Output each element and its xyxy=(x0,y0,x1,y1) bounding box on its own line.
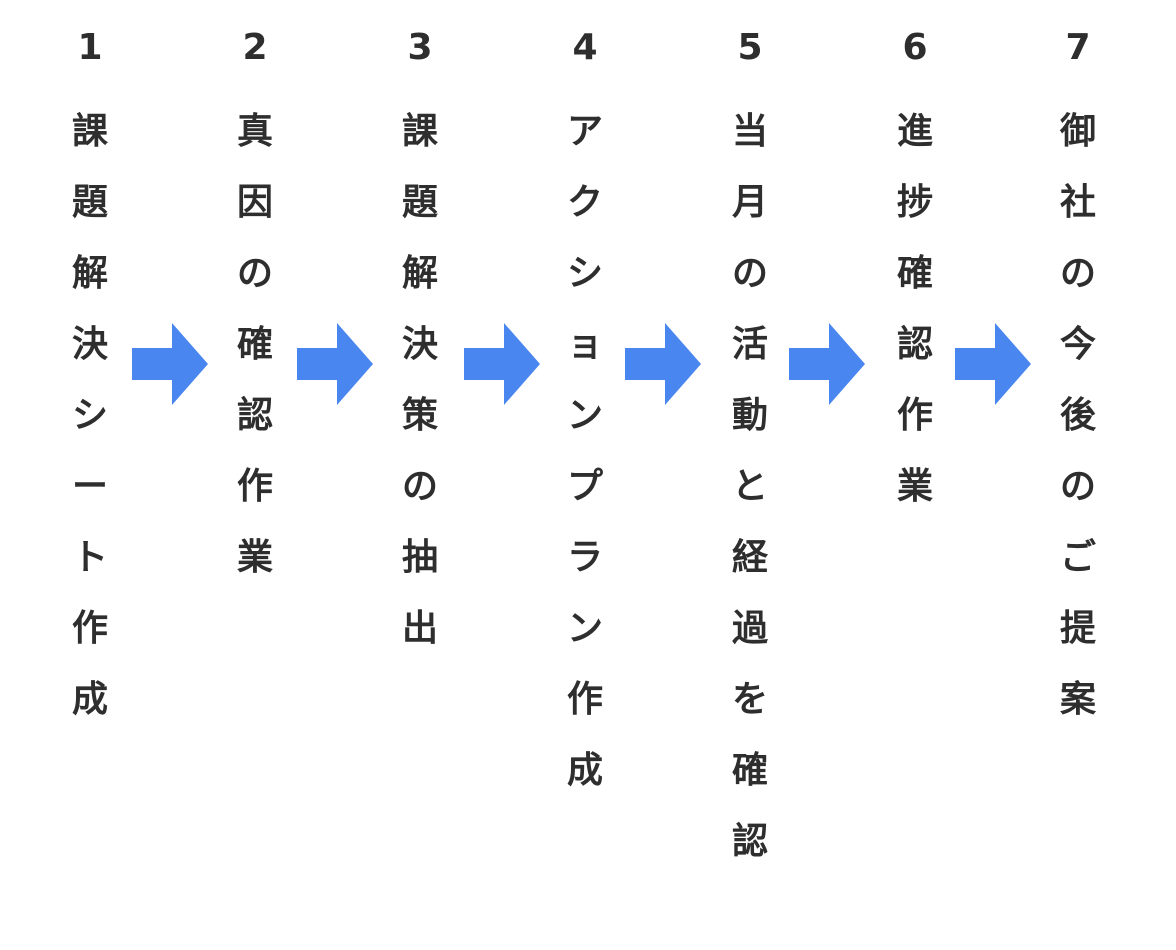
right-arrow-icon xyxy=(297,323,373,405)
step-7: 7 御社の今後のご提案 xyxy=(1043,26,1113,735)
step-label-char: 認 xyxy=(896,324,933,365)
step-label-char: 動 xyxy=(731,395,768,436)
step-label-char: 作 xyxy=(896,395,933,436)
step-label-char: の xyxy=(731,253,768,294)
step-label-char: 確 xyxy=(896,253,933,294)
step-label-char: 認 xyxy=(731,821,768,862)
step-label-char: 社 xyxy=(1059,182,1096,223)
step-6: 6 進捗確認作業 xyxy=(880,26,950,522)
right-arrow-icon xyxy=(132,323,208,405)
right-arrow-icon xyxy=(955,323,1031,405)
step-label-char: 案 xyxy=(1059,679,1096,720)
step-label: 課題解決策の抽出 xyxy=(390,96,450,664)
step-label-char: 決 xyxy=(71,324,108,365)
step-5: 5 当月の活動と経過を確認 xyxy=(715,26,785,877)
step-number: 1 xyxy=(77,27,103,68)
step-label-char: の xyxy=(1059,253,1096,294)
step-label-char: 策 xyxy=(401,395,438,436)
step-label-char: 題 xyxy=(401,182,438,223)
step-label-char: 提 xyxy=(1059,608,1096,649)
step-label-char: 成 xyxy=(566,750,603,791)
step-label-char: 題 xyxy=(71,182,108,223)
step-label-char: 作 xyxy=(71,608,108,649)
step-label-char: 成 xyxy=(71,679,108,720)
step-1: 1 課題解決シート作成 xyxy=(55,26,125,735)
step-4: 4 アクションプラン作成 xyxy=(550,26,620,806)
step-label-char: の xyxy=(1059,466,1096,507)
step-label-char: 捗 xyxy=(896,182,933,223)
step-label-char: ン xyxy=(566,608,603,649)
step-label-char: シ xyxy=(566,253,603,294)
step-label: 課題解決シート作成 xyxy=(60,96,120,735)
step-number: 3 xyxy=(407,27,433,68)
step-label-char: 過 xyxy=(731,608,768,649)
right-arrow-icon xyxy=(789,323,865,405)
step-number: 4 xyxy=(572,27,598,68)
step-number: 2 xyxy=(242,27,268,68)
step-label: 当月の活動と経過を確認 xyxy=(720,96,780,877)
step-label-char: 真 xyxy=(236,111,273,152)
step-label-char: 御 xyxy=(1059,111,1096,152)
step-label-char: ン xyxy=(566,395,603,436)
step-label-char: 課 xyxy=(71,111,108,152)
step-label-char: 今 xyxy=(1059,324,1096,365)
step-label-char: 業 xyxy=(896,466,933,507)
step-label: アクションプラン作成 xyxy=(555,96,615,806)
step-label-char: シ xyxy=(71,395,108,436)
step-label-char: 進 xyxy=(896,111,933,152)
step-label-char: 経 xyxy=(731,537,768,578)
step-label-char: 活 xyxy=(731,324,768,365)
step-label-char: 業 xyxy=(236,537,273,578)
step-number: 5 xyxy=(737,27,763,68)
step-3: 3 課題解決策の抽出 xyxy=(385,26,455,664)
step-label-char: と xyxy=(731,466,768,507)
step-label: 真因の確認作業 xyxy=(225,96,285,593)
step-label-char: 確 xyxy=(731,750,768,791)
step-label-char: ご xyxy=(1059,537,1096,578)
step-label-char: 出 xyxy=(401,608,438,649)
step-label-char: の xyxy=(401,466,438,507)
step-label-char: 解 xyxy=(71,253,108,294)
step-label-char: 作 xyxy=(566,679,603,720)
step-label-char: 認 xyxy=(236,395,273,436)
step-label-char: ト xyxy=(71,537,108,578)
step-label-char: 後 xyxy=(1059,395,1096,436)
step-label-char: を xyxy=(731,679,768,720)
step-label: 御社の今後のご提案 xyxy=(1048,96,1108,735)
step-label-char: 作 xyxy=(236,466,273,507)
step-label-char: ョ xyxy=(566,324,603,365)
step-label-char: 解 xyxy=(401,253,438,294)
step-label-char: 決 xyxy=(401,324,438,365)
right-arrow-icon xyxy=(464,323,540,405)
step-label-char: ラ xyxy=(566,537,603,578)
step-label-char: 確 xyxy=(236,324,273,365)
step-label-char: プ xyxy=(566,466,603,507)
step-label-char: 抽 xyxy=(401,537,438,578)
step-label-char: 当 xyxy=(731,111,768,152)
step-label-char: ー xyxy=(71,466,108,507)
step-label-char: 月 xyxy=(731,182,768,223)
step-label-char: ア xyxy=(566,111,603,152)
step-label-char: 因 xyxy=(236,182,273,223)
right-arrow-icon xyxy=(625,323,701,405)
step-label-char: 課 xyxy=(401,111,438,152)
step-number: 7 xyxy=(1065,27,1091,68)
step-label-char: ク xyxy=(566,182,603,223)
step-number: 6 xyxy=(902,27,928,68)
step-2: 2 真因の確認作業 xyxy=(220,26,290,593)
step-label: 進捗確認作業 xyxy=(885,96,945,522)
step-label-char: の xyxy=(236,253,273,294)
